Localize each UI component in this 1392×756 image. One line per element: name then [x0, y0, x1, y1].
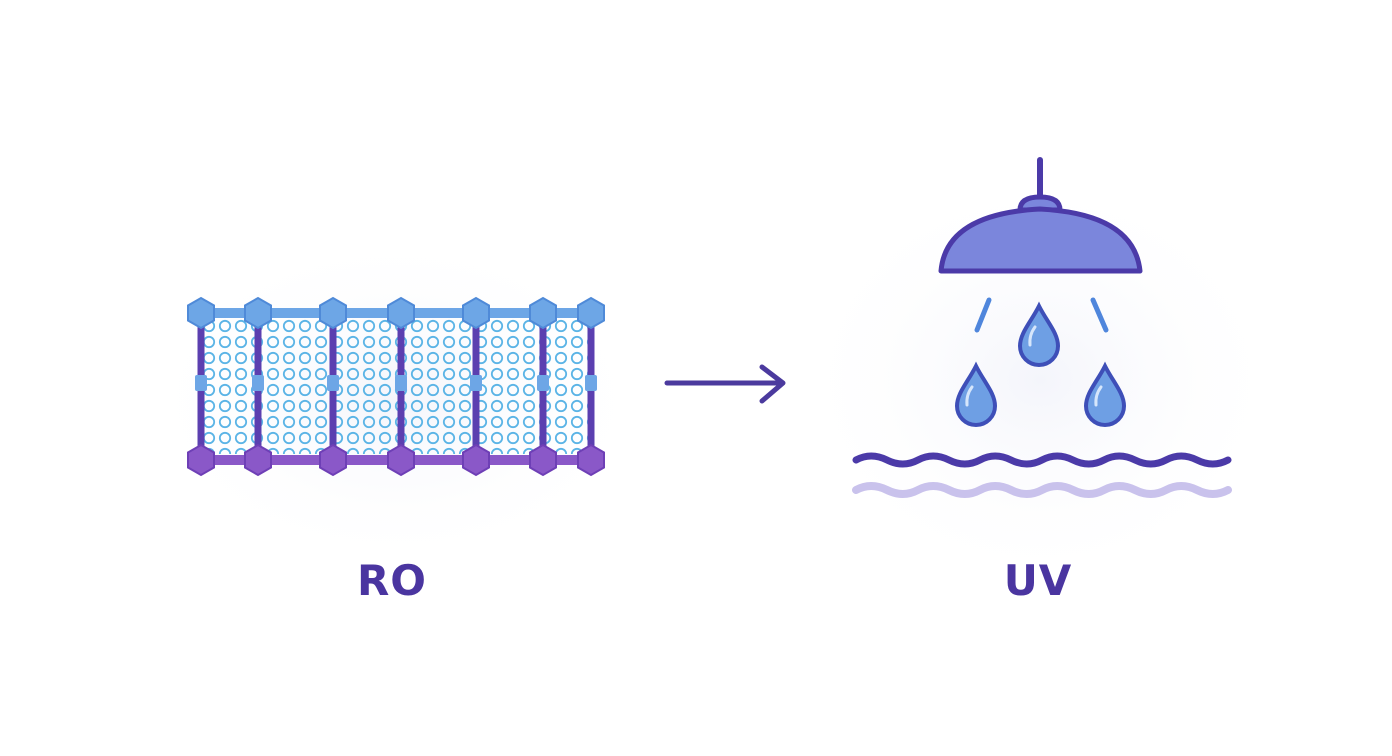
membrane-bottom-node	[244, 443, 272, 477]
arrow-right-icon	[664, 364, 786, 404]
membrane-mid-node	[395, 375, 407, 391]
water-wave	[852, 452, 1232, 468]
water-drop-icon	[954, 361, 998, 427]
membrane-bottom-node	[387, 443, 415, 477]
membrane-mid-node	[195, 375, 207, 391]
membrane-mid-node	[470, 375, 482, 391]
membrane-top-node	[244, 296, 272, 330]
uv-label: UV	[1003, 556, 1073, 605]
water-wave-faint	[852, 482, 1232, 498]
membrane-mid-node	[252, 375, 264, 391]
membrane-top-node	[319, 296, 347, 330]
membrane-top-node	[387, 296, 415, 330]
membrane-bottom-node	[462, 443, 490, 477]
membrane-bottom-node	[577, 443, 605, 477]
uv-ray	[974, 297, 992, 333]
membrane-top-node	[462, 296, 490, 330]
membrane-top-nodes	[187, 296, 605, 330]
membrane-mid-node	[327, 375, 339, 391]
water-drop-icon	[1083, 361, 1127, 427]
membrane-bottom-node	[529, 443, 557, 477]
arrow-head	[759, 364, 786, 404]
uv-halo	[790, 170, 1290, 590]
ro-membrane-icon	[187, 296, 605, 477]
water-drop-highlight	[1028, 325, 1037, 347]
ro-label: RO	[356, 556, 428, 605]
membrane-bottom-node	[319, 443, 347, 477]
water-drop-highlight	[1094, 385, 1103, 407]
water-drop-highlight	[965, 385, 974, 407]
water-drop-icon	[1017, 301, 1061, 367]
membrane-top-node	[577, 296, 605, 330]
membrane-top-node	[529, 296, 557, 330]
lamp-cap	[1017, 194, 1063, 213]
uv-lamp-icon	[852, 157, 1232, 498]
membrane-bottom-node	[187, 443, 215, 477]
membrane-mid-nodes	[195, 375, 597, 391]
membrane-bottom-nodes	[187, 443, 605, 477]
lamp-shade	[938, 206, 1143, 274]
uv-ray	[1090, 297, 1109, 333]
membrane-mid-node	[585, 375, 597, 391]
membrane-top-node	[187, 296, 215, 330]
membrane-mid-node	[537, 375, 549, 391]
